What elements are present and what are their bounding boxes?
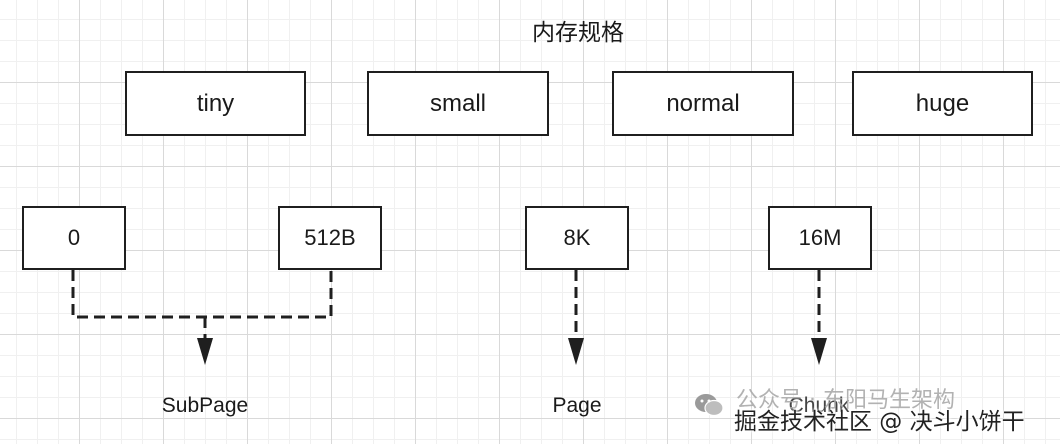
target-label-page: Page bbox=[552, 394, 602, 417]
arrowhead-page bbox=[568, 338, 584, 365]
category-box-huge: huge bbox=[852, 71, 1033, 136]
threshold-box-8k: 8K bbox=[525, 206, 629, 270]
connector-0-512b-bracket bbox=[71, 270, 333, 319]
threshold-box-16m: 16M bbox=[768, 206, 872, 270]
category-box-normal: normal bbox=[612, 71, 794, 136]
threshold-box-0: 0 bbox=[22, 206, 126, 270]
watermark: 公众号 · 东阳马生架构 掘金技术社区 @ 决斗小饼干 bbox=[690, 380, 1060, 444]
category-box-small: small bbox=[367, 71, 549, 136]
target-label-chunk: Chunk bbox=[788, 394, 850, 417]
target-label-subpage: SubPage bbox=[161, 394, 249, 417]
diagram-title: 内存规格 bbox=[532, 20, 624, 46]
arrowhead-chunk bbox=[811, 338, 827, 365]
watermark-line-1: 公众号 · 东阳马生架构 bbox=[736, 388, 955, 413]
threshold-box-512b: 512B bbox=[278, 206, 382, 270]
wechat-icon bbox=[695, 394, 724, 417]
watermark-line-2: 掘金技术社区 @ 决斗小饼干 bbox=[734, 409, 1025, 435]
category-box-tiny: tiny bbox=[125, 71, 306, 136]
arrowhead-subpage bbox=[197, 338, 213, 365]
